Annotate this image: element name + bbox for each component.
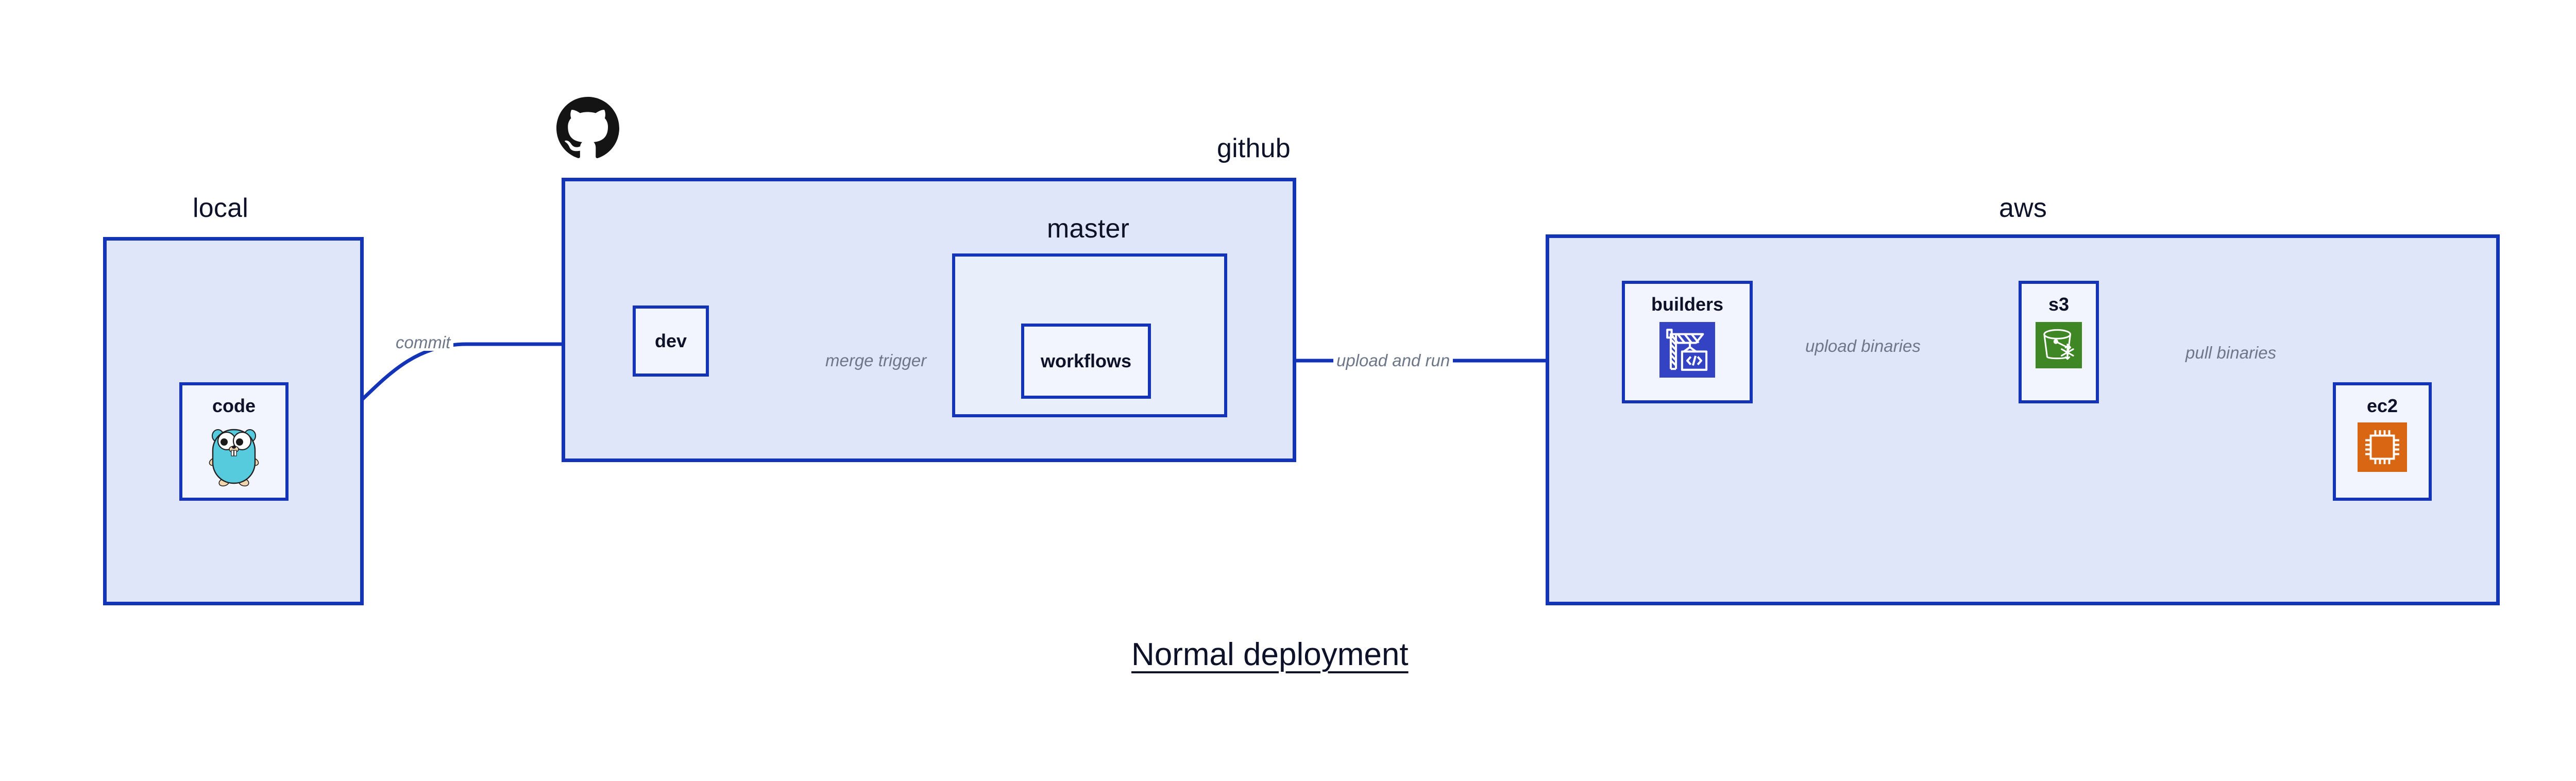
node-label-s3: s3 xyxy=(2048,294,2070,315)
github-octocat-logo xyxy=(556,97,619,160)
edge-label-pull-binaries: pull binaries xyxy=(2182,344,2280,361)
go-gopher-icon xyxy=(207,422,261,487)
node-label-dev: dev xyxy=(654,330,687,351)
node-label-ec2: ec2 xyxy=(2366,395,2398,416)
group-label-github: github xyxy=(1217,133,1291,163)
group-label-master: master xyxy=(1047,214,1130,244)
crane-code-icon xyxy=(1659,322,1715,378)
edge-label-merge-trigger: merge trigger xyxy=(822,352,930,369)
node-s3[interactable]: s3 xyxy=(2019,281,2099,403)
edge-label-upload-binaries: upload binaries xyxy=(1802,337,1924,354)
edge-label-upload-and-run: upload and run xyxy=(1333,352,1453,369)
node-ec2[interactable]: ec2 xyxy=(2333,382,2432,501)
node-dev[interactable]: dev xyxy=(633,305,709,377)
node-label-workflows: workflows xyxy=(1040,350,1132,371)
node-builders[interactable]: builders xyxy=(1622,281,1753,403)
node-label-builders: builders xyxy=(1651,294,1724,315)
group-label-aws: aws xyxy=(1999,193,2047,223)
node-workflows[interactable]: workflows xyxy=(1021,324,1151,399)
page-title: Normal deployment xyxy=(1131,637,1409,672)
node-code[interactable]: code xyxy=(179,382,289,501)
edge-label-commit: commit xyxy=(393,334,454,351)
s3-bucket-icon xyxy=(2036,322,2082,368)
group-label-local: local xyxy=(193,193,248,223)
node-label-code: code xyxy=(212,395,256,416)
cpu-chip-icon xyxy=(2358,422,2407,472)
